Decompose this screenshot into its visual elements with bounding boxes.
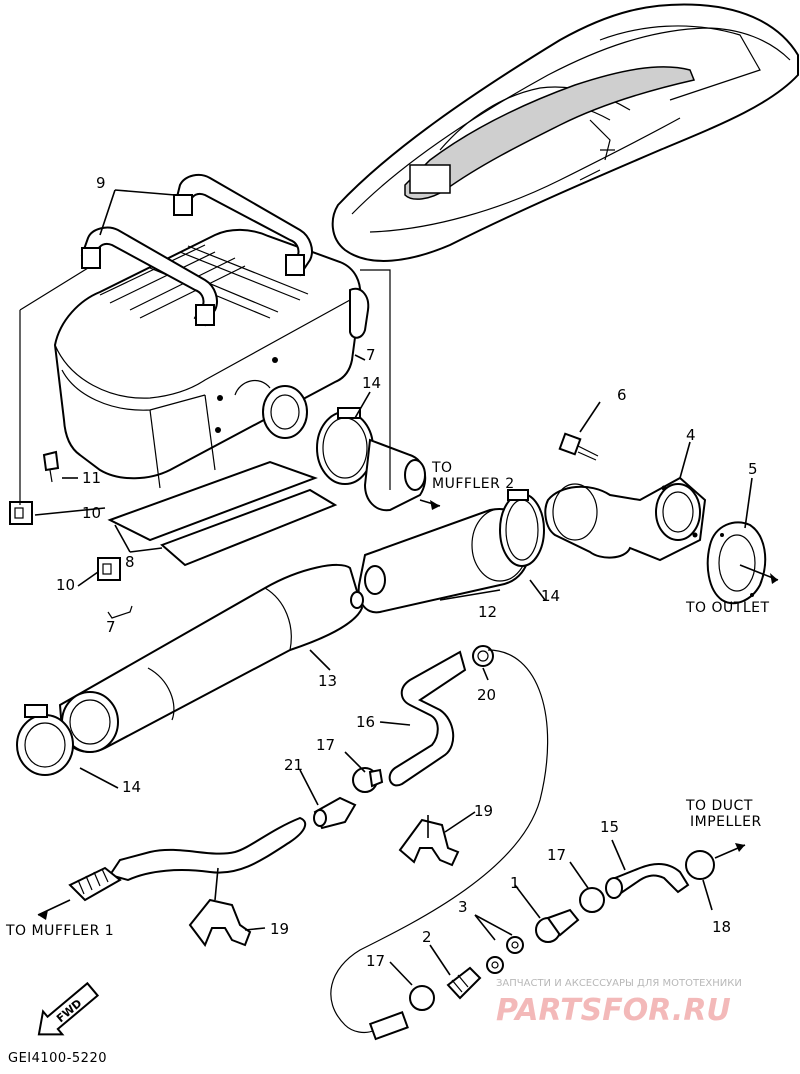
part-number-labels: 6 4 5 7 14 12 14 13 14 9 10 10 11 8 7 16… xyxy=(56,174,758,970)
caption-to-muffler-2-line2: MUFFLER 2 xyxy=(432,476,515,492)
label-part-19-lower: 19 xyxy=(270,920,289,938)
label-part-7-lower: 7 xyxy=(106,618,116,636)
label-part-12: 12 xyxy=(478,603,497,621)
outlet-elbow-4 xyxy=(544,476,707,562)
watermark-logo: PARTSFOR.RU xyxy=(496,993,731,1028)
label-part-4: 4 xyxy=(686,426,696,444)
clamp-17-right xyxy=(579,887,605,913)
label-part-6: 6 xyxy=(617,386,627,404)
label-part-15: 15 xyxy=(600,818,619,836)
diagram-code: GEI4100-5220 xyxy=(8,1051,107,1066)
watermark-tagline: ЗАПЧАСТИ И АКСЕССУАРЫ ДЛЯ МОТОТЕХНИКИ xyxy=(496,978,742,989)
label-part-14-lower: 14 xyxy=(122,778,141,796)
label-part-8: 8 xyxy=(125,553,135,571)
label-part-5: 5 xyxy=(748,460,758,478)
pipe-13-drawing xyxy=(58,564,364,753)
label-part-14-middle: 14 xyxy=(541,587,560,605)
fitting-1 xyxy=(535,908,580,943)
label-part-18: 18 xyxy=(712,918,731,936)
label-part-17-upper: 17 xyxy=(316,736,335,754)
rubber-mats xyxy=(107,460,338,567)
watercraft-hull-drawing xyxy=(331,3,799,262)
label-part-17-lower: 17 xyxy=(366,952,385,970)
tube-to-muffler-1 xyxy=(37,816,307,920)
label-part-7-upper: 7 xyxy=(366,346,376,364)
caption-to-duct-line1: TO DUCT xyxy=(685,798,753,814)
bracket-19-lower xyxy=(188,898,252,948)
cooling-line xyxy=(330,649,549,1034)
clamp-17-lower xyxy=(409,985,435,1011)
label-part-10-lower: 10 xyxy=(56,576,75,594)
caption-to-outlet: TO OUTLET xyxy=(685,600,770,616)
hose-clamp-14-upper xyxy=(316,407,427,512)
watermark: ЗАПЧАСТИ И АКСЕССУАРЫ ДЛЯ МОТОТЕХНИКИ PA… xyxy=(496,978,742,1028)
hose-clamp-14-lower xyxy=(16,704,74,776)
fwd-arrow-icon: FWD xyxy=(37,981,100,1036)
hose-clamp-14-middle xyxy=(499,489,545,567)
label-part-1: 1 xyxy=(510,874,520,892)
fitting-2 xyxy=(446,966,482,1000)
bracket-19-upper xyxy=(398,818,460,867)
fitting-21 xyxy=(313,796,357,830)
label-part-14-upper: 14 xyxy=(362,374,381,392)
line-end-cap xyxy=(368,1011,409,1041)
hose-16-drawing xyxy=(388,645,494,787)
bolt-6 xyxy=(558,432,599,461)
label-part-3: 3 xyxy=(458,898,468,916)
gasket-5 xyxy=(706,521,779,605)
caption-to-duct-line2: IMPELLER xyxy=(690,814,762,830)
arrow-to-muffler-2 xyxy=(430,500,440,510)
label-part-11: 11 xyxy=(82,469,101,487)
group-line-7b xyxy=(107,605,133,619)
caption-to-muffler-2-line1: TO xyxy=(431,460,453,476)
label-part-13: 13 xyxy=(318,672,337,690)
hose-15-drawing xyxy=(605,862,690,899)
group-line-7 xyxy=(19,267,391,505)
clamp-18 xyxy=(685,843,746,880)
clamp-17-upper xyxy=(352,767,384,793)
washers-3 xyxy=(486,936,524,974)
label-part-19-upper: 19 xyxy=(474,802,493,820)
direction-captions: TO MUFFLER 2 TO OUTLET TO DUCT IMPELLER … xyxy=(5,460,770,939)
label-part-2: 2 xyxy=(422,928,432,946)
label-part-20: 20 xyxy=(477,686,496,704)
box-clips xyxy=(9,450,121,581)
label-part-10-upper: 10 xyxy=(82,504,101,522)
group-line-9 xyxy=(99,189,176,236)
label-part-21: 21 xyxy=(284,756,303,774)
carry-handle-straps xyxy=(80,173,313,327)
label-part-9: 9 xyxy=(96,174,106,192)
label-part-17-right: 17 xyxy=(547,846,566,864)
label-part-16: 16 xyxy=(356,713,375,731)
caption-to-muffler-1: TO MUFFLER 1 xyxy=(5,923,114,939)
